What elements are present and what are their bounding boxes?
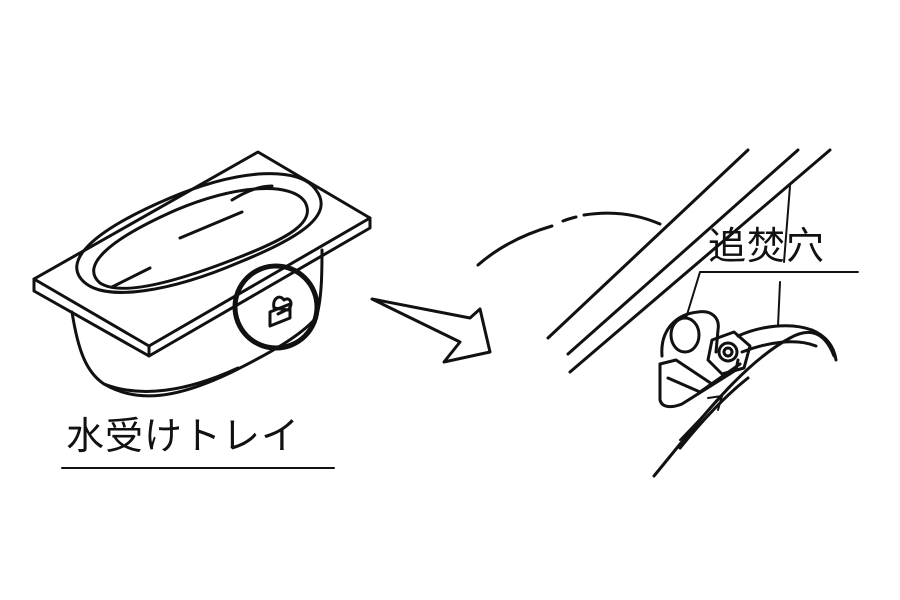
tub-wall-line-1 [546,148,750,340]
cutaway-arc [582,211,662,226]
detail-view [476,148,859,478]
water-tray-front [658,358,740,409]
bathtub-highlight-1 [178,210,244,240]
reheat-port-hole [722,346,734,358]
reheat-hole-label: 追焚穴 [708,224,826,268]
fitting-small-knob [272,295,293,312]
tub-wall-line-3 [568,148,832,374]
hose-top [736,324,838,362]
water-tray-label: 水受けトレイ [66,414,301,458]
fitting-detail-small [268,295,293,328]
hole-label-leader-3 [777,281,781,327]
water-tray-top [658,358,714,386]
hole-label-leader-2 [783,185,791,263]
fitting-small-line [276,308,288,316]
cutaway-arc-dashed [476,224,554,267]
reheat-port-ring [717,341,739,363]
bathtub-highlight-2 [110,266,152,289]
fitting-small-body [268,302,292,328]
hole-label-leader [685,271,859,319]
direction-arrow [370,297,492,364]
bathtub-illustration [32,150,372,398]
reheat-hole-cap [669,316,701,354]
bathtub-body-bottom [102,366,240,393]
bathtub-basin-outer [75,172,323,294]
hose-bottom [740,340,818,354]
zoom-highlight-circle [232,263,320,351]
tub-lower-curve [652,330,836,478]
reheat-port-nut [706,330,752,376]
tub-lower-curve-inner [678,376,750,450]
bracket-plate [660,310,720,358]
tray-pointer-head [707,395,723,411]
tub-wall-line-2 [566,148,800,356]
cutaway-arc-dash-2 [561,215,578,223]
bathtub-basin-inner [92,187,309,290]
tray-pointer-line [679,395,723,441]
bathtub-highlight-3 [230,184,274,202]
